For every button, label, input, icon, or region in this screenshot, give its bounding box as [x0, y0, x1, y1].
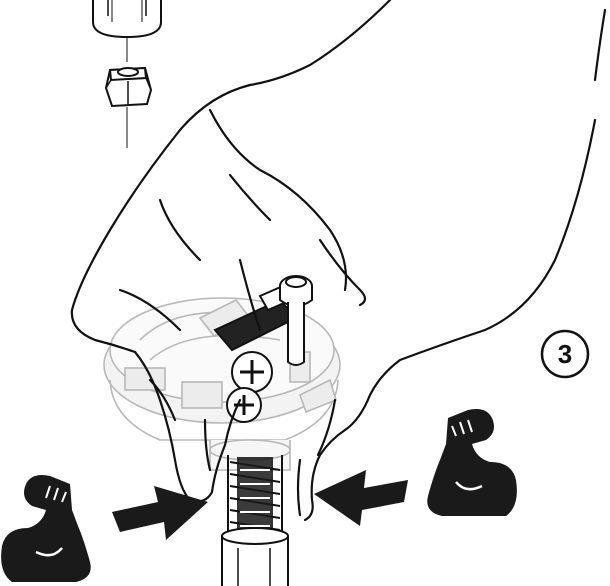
cap-icon [93, 0, 161, 37]
flexed-bicep-icon-left [1, 475, 91, 582]
bottom-cylinder [222, 528, 288, 586]
arrow-right-icon [112, 486, 208, 540]
hex-nut-icon [106, 68, 151, 106]
step-number: 3 [541, 330, 589, 378]
flexed-bicep-icon-right [427, 409, 517, 516]
arrow-left-icon [314, 470, 408, 526]
hand-icon [72, 0, 605, 520]
